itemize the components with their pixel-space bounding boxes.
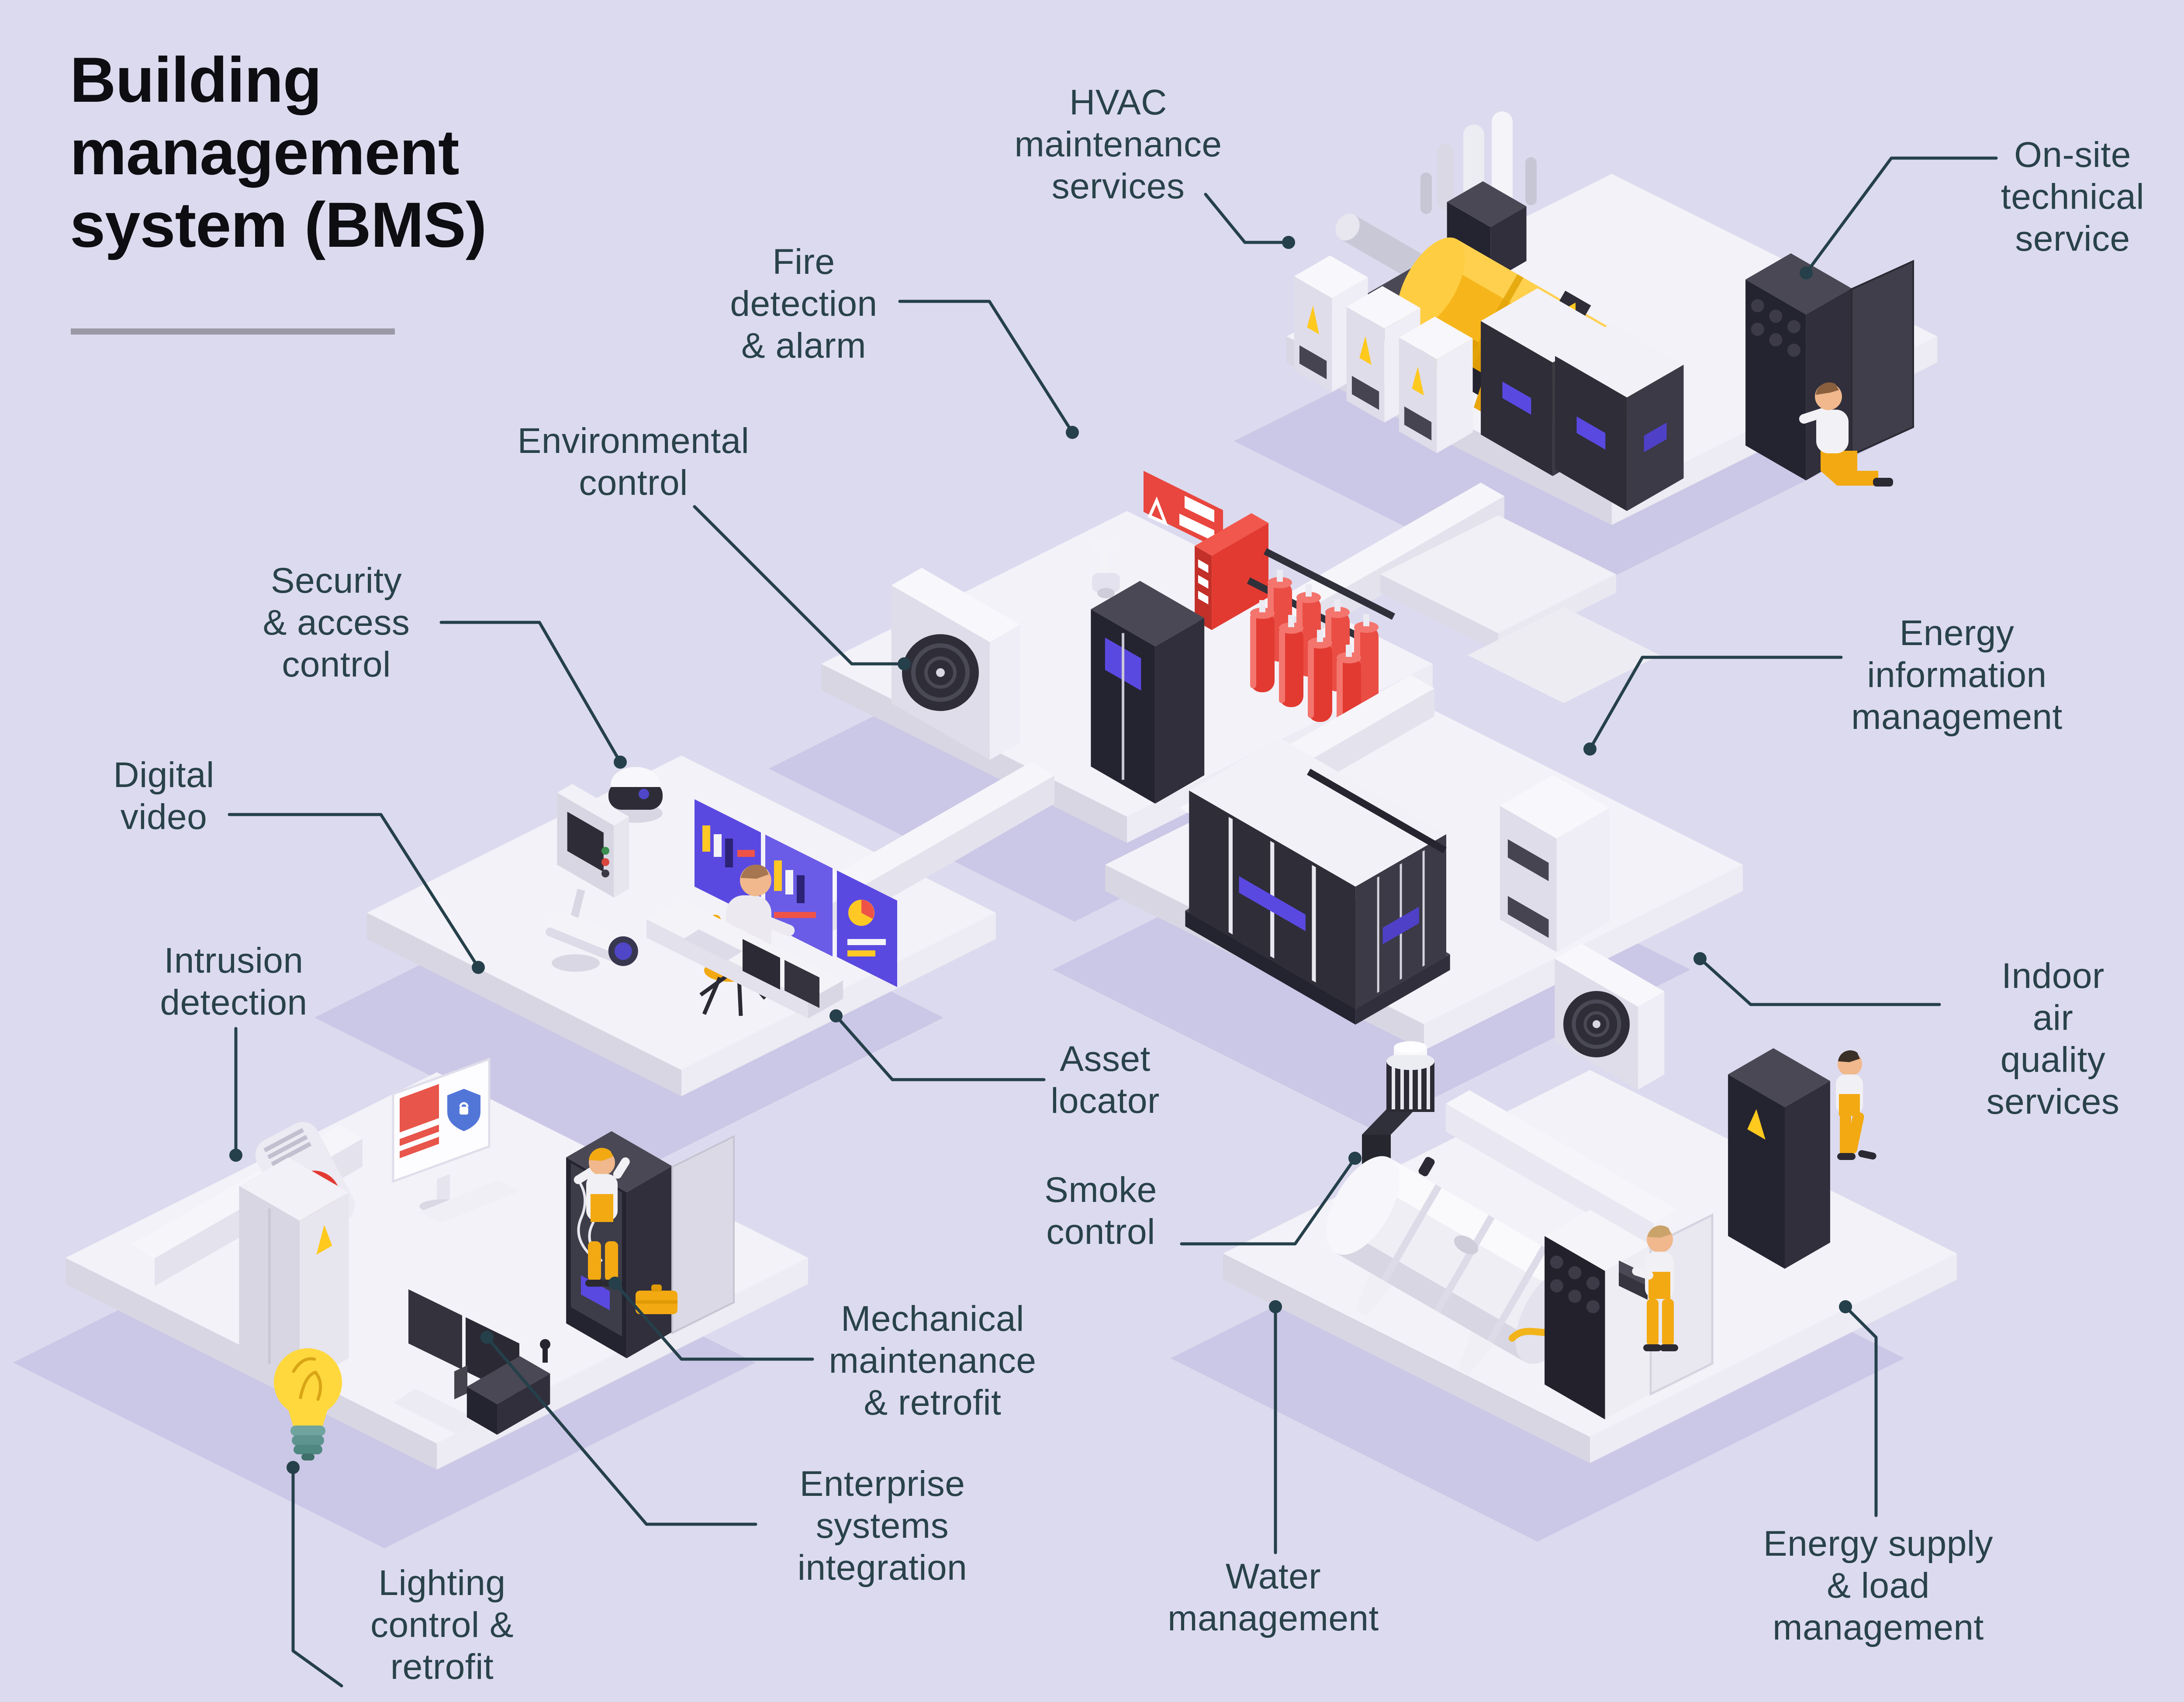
label-mechanical-maintenance-retrofit: Mechanical maintenance & retrofit bbox=[829, 1299, 1037, 1422]
dome-camera bbox=[608, 767, 663, 823]
connector-lines bbox=[228, 156, 1998, 1688]
power-cabinet bbox=[1728, 1048, 1830, 1269]
technician-wiring bbox=[574, 1148, 630, 1287]
light-bulb bbox=[274, 1348, 342, 1460]
feed-pipe bbox=[1335, 214, 1427, 281]
platform-hvac-plant bbox=[1286, 111, 1937, 525]
connector-hvac bbox=[1204, 193, 1290, 244]
connector-energy-supply bbox=[1844, 1305, 1878, 1517]
electrical-panels bbox=[1294, 255, 1473, 453]
connector-asset bbox=[834, 1014, 1046, 1081]
label-on-site-technical-service: On-site technical service bbox=[2001, 135, 2145, 259]
page-title: Building management system (BMS) bbox=[70, 44, 487, 260]
title-divider bbox=[71, 328, 395, 335]
platform-security-control bbox=[367, 756, 1054, 1096]
intercom-panel bbox=[557, 784, 629, 898]
connector-dots bbox=[229, 236, 1852, 1474]
label-asset-locator: Asset locator bbox=[1051, 1039, 1160, 1121]
technician-kneeling bbox=[1799, 382, 1893, 487]
fire-suppression-cylinders bbox=[1247, 548, 1396, 737]
wiring-door-open bbox=[671, 1135, 735, 1335]
connector-indoor-air bbox=[1698, 957, 1941, 1006]
platform-building-systems bbox=[66, 1057, 808, 1470]
platform-server-cooling bbox=[1105, 675, 1743, 1184]
operator-desk bbox=[646, 900, 843, 1018]
intercom-buttons bbox=[601, 847, 609, 877]
ahu-stack bbox=[1500, 775, 1610, 952]
cylinder-row-front bbox=[1250, 600, 1361, 737]
label-hvac-maintenance-services: HVAC maintenance services bbox=[1014, 83, 1222, 206]
security-monitor bbox=[392, 1057, 520, 1223]
connector-energy-info bbox=[1588, 656, 1843, 751]
rack-door-open bbox=[1851, 259, 1914, 457]
connector-smoke bbox=[1180, 1157, 1357, 1246]
technician-laptop bbox=[1619, 1225, 1678, 1351]
technician-walking bbox=[1836, 1050, 1876, 1160]
wall-camera bbox=[1091, 541, 1120, 598]
label-energy-information-management: Energy information management bbox=[1851, 613, 2063, 737]
environment-cabinet bbox=[1091, 581, 1205, 804]
connector-mechanical bbox=[613, 1281, 814, 1361]
label-water-management: Water management bbox=[1168, 1557, 1379, 1638]
label-security-access-control: Security & access control bbox=[263, 561, 410, 684]
connector-onsite bbox=[1804, 156, 1998, 275]
exhaust-pipes bbox=[1420, 111, 1537, 214]
connector-enterprise bbox=[485, 1336, 757, 1526]
open-server-rack bbox=[1545, 1210, 1651, 1419]
label-enterprise-systems-integration: Enterprise systems integration bbox=[797, 1464, 968, 1588]
platform-energy-water bbox=[1223, 1048, 1957, 1463]
server-row bbox=[1189, 738, 1446, 1009]
label-digital-video: Digital video bbox=[113, 755, 214, 837]
console-joystick bbox=[540, 1339, 550, 1363]
connector-environmental bbox=[693, 505, 906, 666]
control-console bbox=[467, 1356, 550, 1435]
connector-fire bbox=[898, 300, 1074, 434]
label-indoor-air-quality-services: Indoor air quality services bbox=[1986, 956, 2120, 1122]
connector-digital-video bbox=[228, 813, 480, 969]
ac-fan bbox=[902, 634, 979, 711]
label-smoke-control: Smoke control bbox=[1044, 1170, 1157, 1252]
connector-security bbox=[439, 621, 622, 764]
smoke-vent bbox=[1362, 1041, 1434, 1184]
fire-alarm-panel bbox=[1195, 513, 1268, 630]
label-intrusion-detection: Intrusion detection bbox=[160, 941, 308, 1022]
electrical-cabinet bbox=[239, 1157, 349, 1387]
server-top-rail bbox=[1307, 769, 1447, 853]
toolbox bbox=[636, 1284, 677, 1314]
ledge-slabs bbox=[1380, 515, 1660, 703]
connector-lighting bbox=[291, 1466, 343, 1688]
label-lighting-control-retrofit: Lighting control & retrofit bbox=[370, 1563, 514, 1687]
label-environmental-control: Environmental control bbox=[517, 421, 750, 503]
label-fire-detection-alarm: Fire detection & alarm bbox=[730, 242, 878, 366]
server-towers bbox=[1481, 288, 1684, 511]
label-energy-supply-load-management: Energy supply & load management bbox=[1763, 1524, 1994, 1647]
cctv-camera bbox=[546, 889, 638, 972]
fire-warning-sign bbox=[1144, 471, 1223, 551]
ac-outdoor-fan bbox=[1563, 991, 1630, 1057]
